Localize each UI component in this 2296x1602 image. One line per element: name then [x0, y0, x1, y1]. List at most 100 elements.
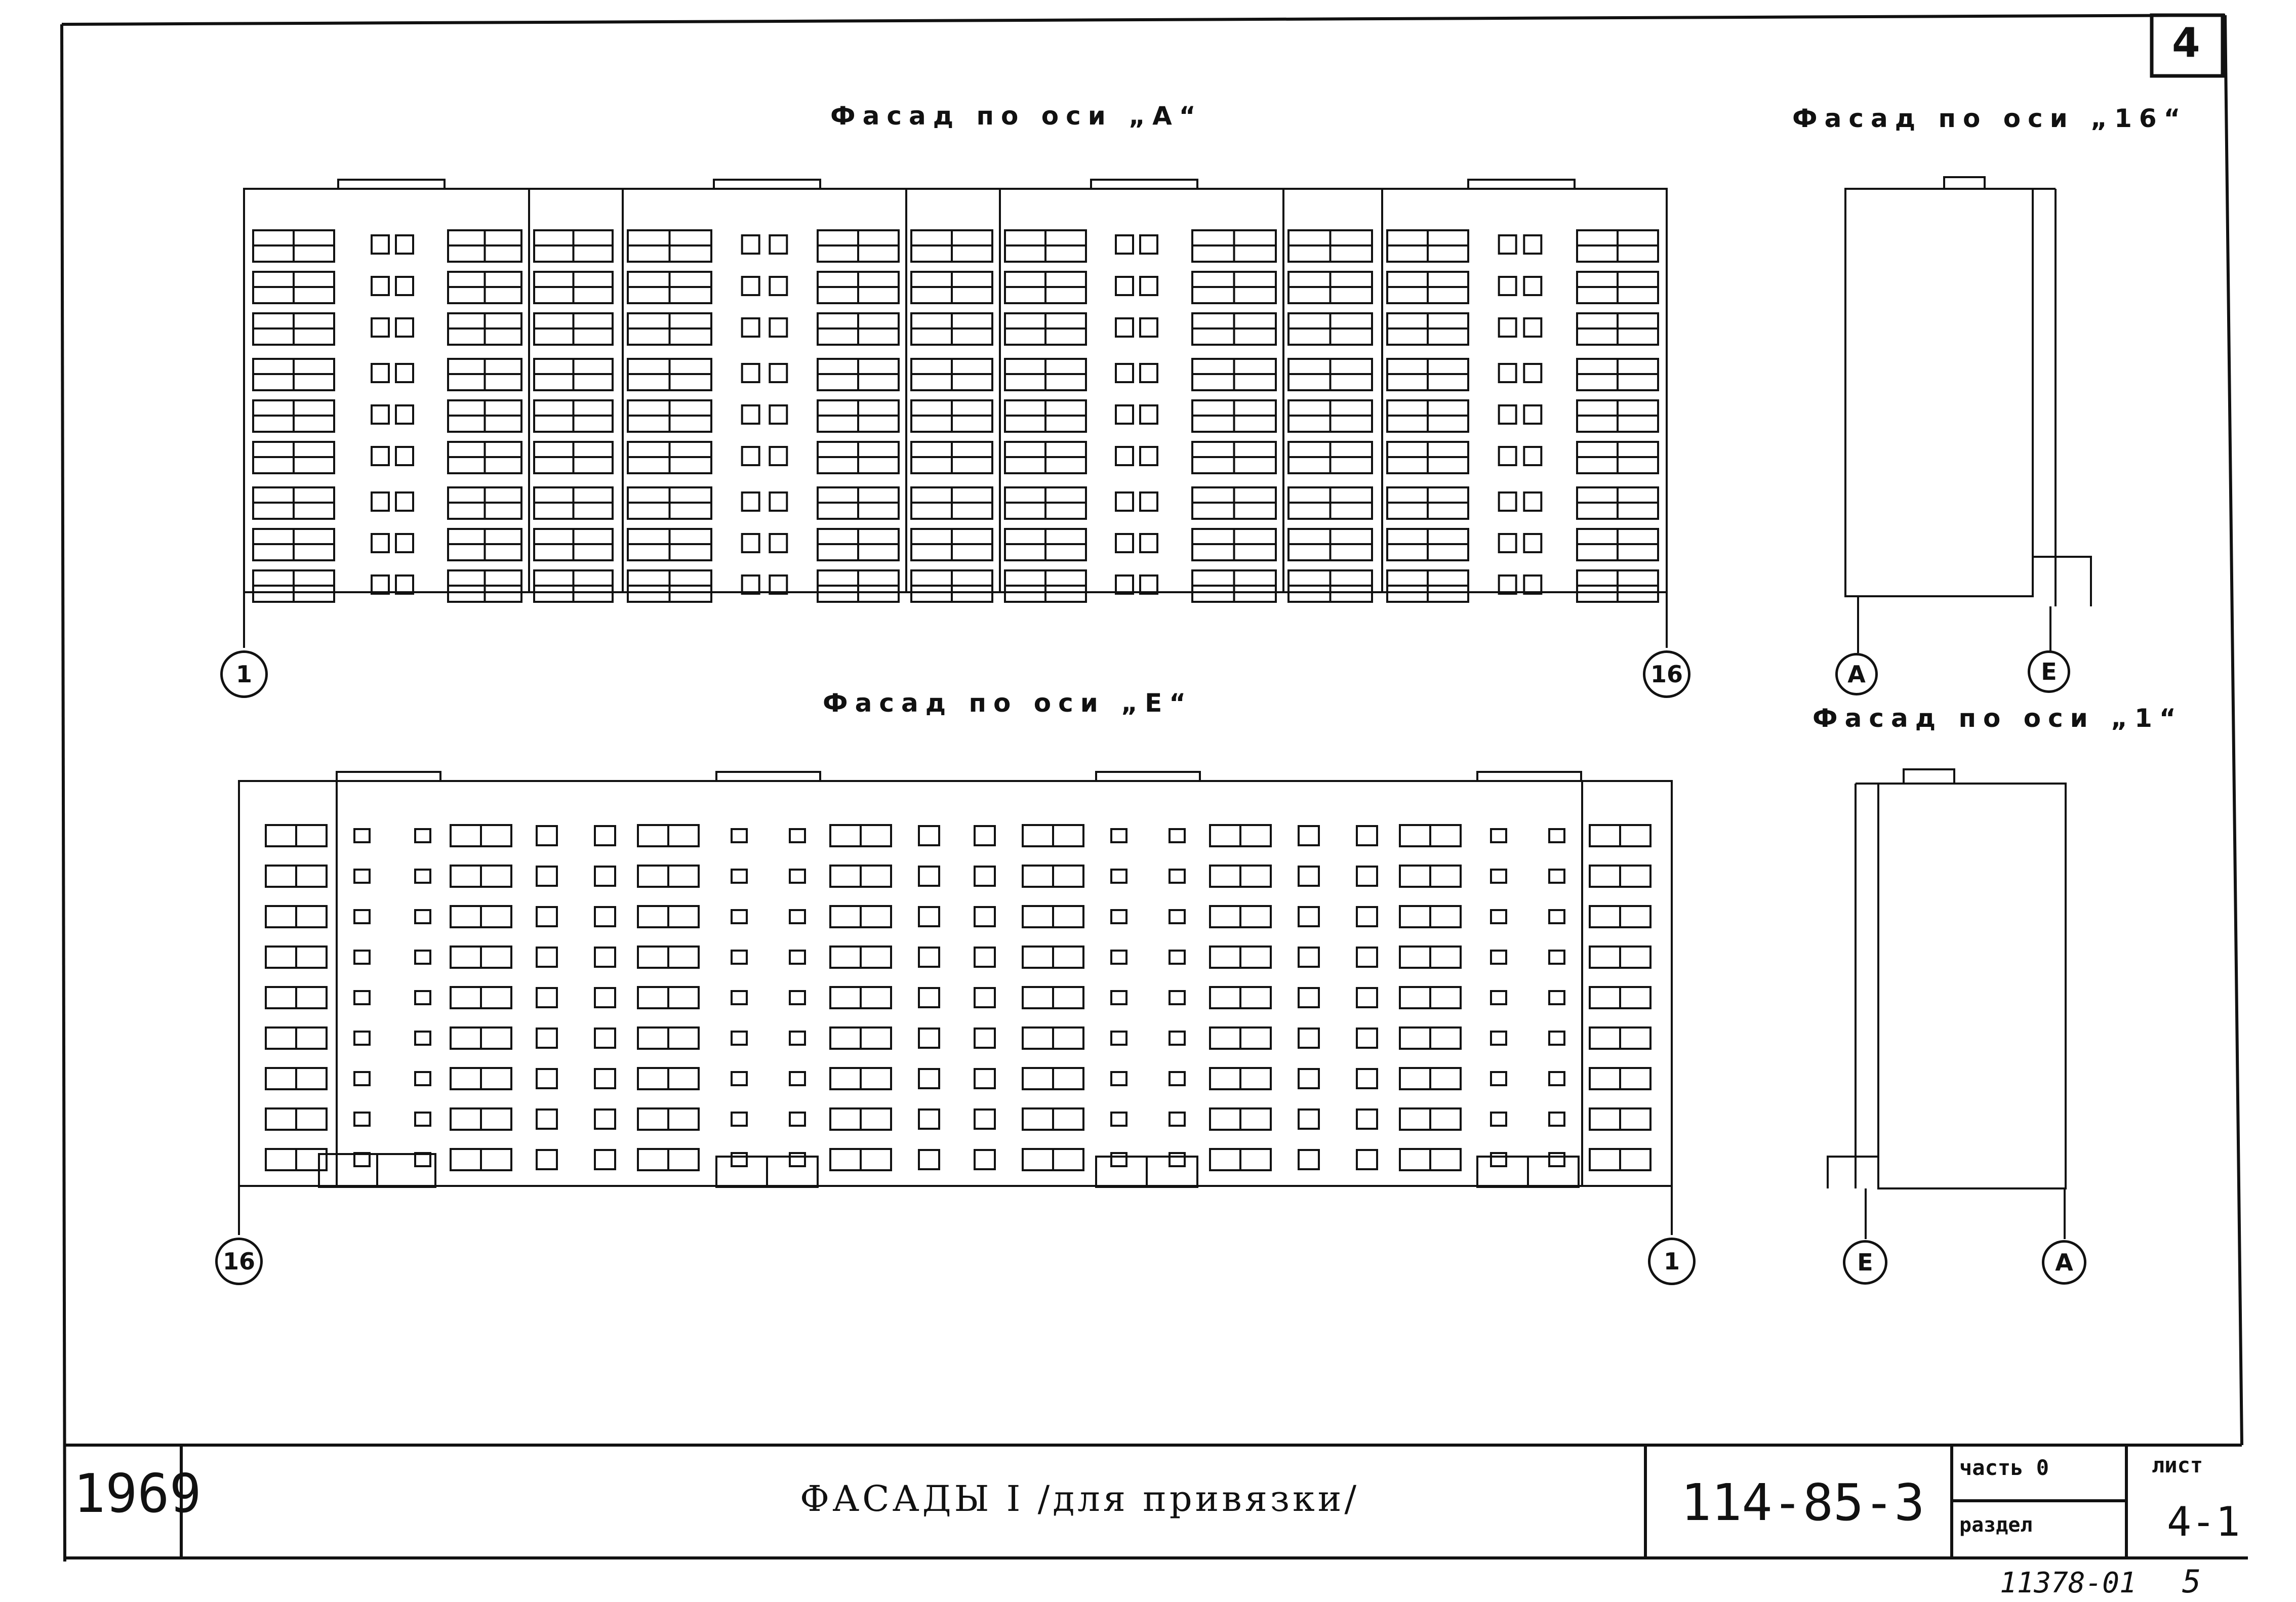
window: [1523, 234, 1543, 255]
window: [1356, 866, 1378, 887]
window: [1548, 950, 1565, 965]
window: [769, 276, 788, 296]
window: [1110, 1152, 1127, 1167]
window: [1298, 866, 1320, 887]
window: [1548, 990, 1565, 1005]
window: [918, 987, 940, 1008]
window: [1523, 574, 1543, 595]
window: [1356, 947, 1378, 968]
window: [1548, 1071, 1565, 1086]
window: [1139, 574, 1158, 595]
window: [594, 987, 616, 1008]
window: [741, 276, 760, 296]
window: [974, 866, 996, 887]
part-label: часть 0: [1959, 1455, 2049, 1480]
window: [1139, 533, 1158, 553]
window: [1139, 234, 1158, 255]
window: [1490, 828, 1507, 843]
sheet-title: ФАСАДЫ I /для привязки/: [800, 1478, 1360, 1519]
window: [769, 317, 788, 338]
window: [1169, 1071, 1186, 1086]
window: [1139, 363, 1158, 383]
window: [731, 1071, 748, 1086]
window: [1110, 1112, 1127, 1127]
window: [789, 990, 806, 1005]
window: [769, 491, 788, 512]
section-label: раздел: [1959, 1513, 2033, 1537]
window: [414, 950, 431, 965]
window: [731, 1112, 748, 1127]
window: [1110, 1071, 1127, 1086]
window: [371, 533, 390, 553]
window: [353, 990, 371, 1005]
page-number: 5: [2182, 1563, 2201, 1600]
window: [1139, 446, 1158, 466]
window: [371, 491, 390, 512]
window: [789, 1031, 806, 1046]
window: [414, 1112, 431, 1127]
window: [1115, 533, 1134, 553]
window: [789, 1152, 806, 1167]
window: [1110, 1031, 1127, 1046]
window: [731, 828, 748, 843]
window: [1110, 909, 1127, 924]
window: [395, 491, 414, 512]
window: [1356, 1028, 1378, 1049]
facade-a-drawing: [243, 179, 1668, 648]
window: [789, 1071, 806, 1086]
window: [1523, 533, 1543, 553]
window: [414, 909, 431, 924]
window: [731, 909, 748, 924]
window: [395, 276, 414, 296]
window: [918, 866, 940, 887]
window: [974, 906, 996, 927]
window: [371, 446, 390, 466]
window: [1110, 869, 1127, 884]
window: [1169, 950, 1186, 965]
window: [1490, 990, 1507, 1005]
facade-1-axis-left: Е: [1843, 1240, 1887, 1285]
facade-16-drawing: [1844, 176, 2092, 653]
facade-a-axis-right: 16: [1643, 650, 1690, 698]
window: [1356, 1068, 1378, 1089]
facade-16-title: Фасад по оси „16“: [1792, 104, 2188, 133]
window: [1498, 276, 1517, 296]
facade-1-axis-right: А: [2042, 1240, 2086, 1285]
window: [1490, 869, 1507, 884]
window: [1523, 317, 1543, 338]
window: [789, 950, 806, 965]
project-code: 114-85-3: [1681, 1473, 1925, 1532]
window: [1548, 1031, 1565, 1046]
window: [1298, 1028, 1320, 1049]
window: [1498, 404, 1517, 425]
title-block-frame: [65, 1444, 2248, 1559]
window: [741, 446, 760, 466]
window: [395, 363, 414, 383]
sheet-number: 4-1: [2167, 1498, 2240, 1545]
window: [1110, 950, 1127, 965]
window: [1298, 987, 1320, 1008]
window: [1298, 906, 1320, 927]
facade-a-title: Фасад по оси „А“: [830, 101, 1203, 131]
window: [353, 869, 371, 884]
window: [1498, 446, 1517, 466]
window: [741, 404, 760, 425]
window: [1356, 987, 1378, 1008]
window: [1298, 1149, 1320, 1170]
window: [371, 317, 390, 338]
window: [1548, 869, 1565, 884]
window: [371, 234, 390, 255]
window: [1110, 828, 1127, 843]
window: [536, 866, 558, 887]
window: [974, 947, 996, 968]
archive-number: 11378-01: [2000, 1567, 2137, 1599]
window: [1169, 828, 1186, 843]
window: [395, 533, 414, 553]
window: [353, 1031, 371, 1046]
sheet-label: лист: [2152, 1453, 2203, 1477]
window: [918, 1068, 940, 1089]
window: [789, 909, 806, 924]
window: [1115, 491, 1134, 512]
window: [731, 950, 748, 965]
